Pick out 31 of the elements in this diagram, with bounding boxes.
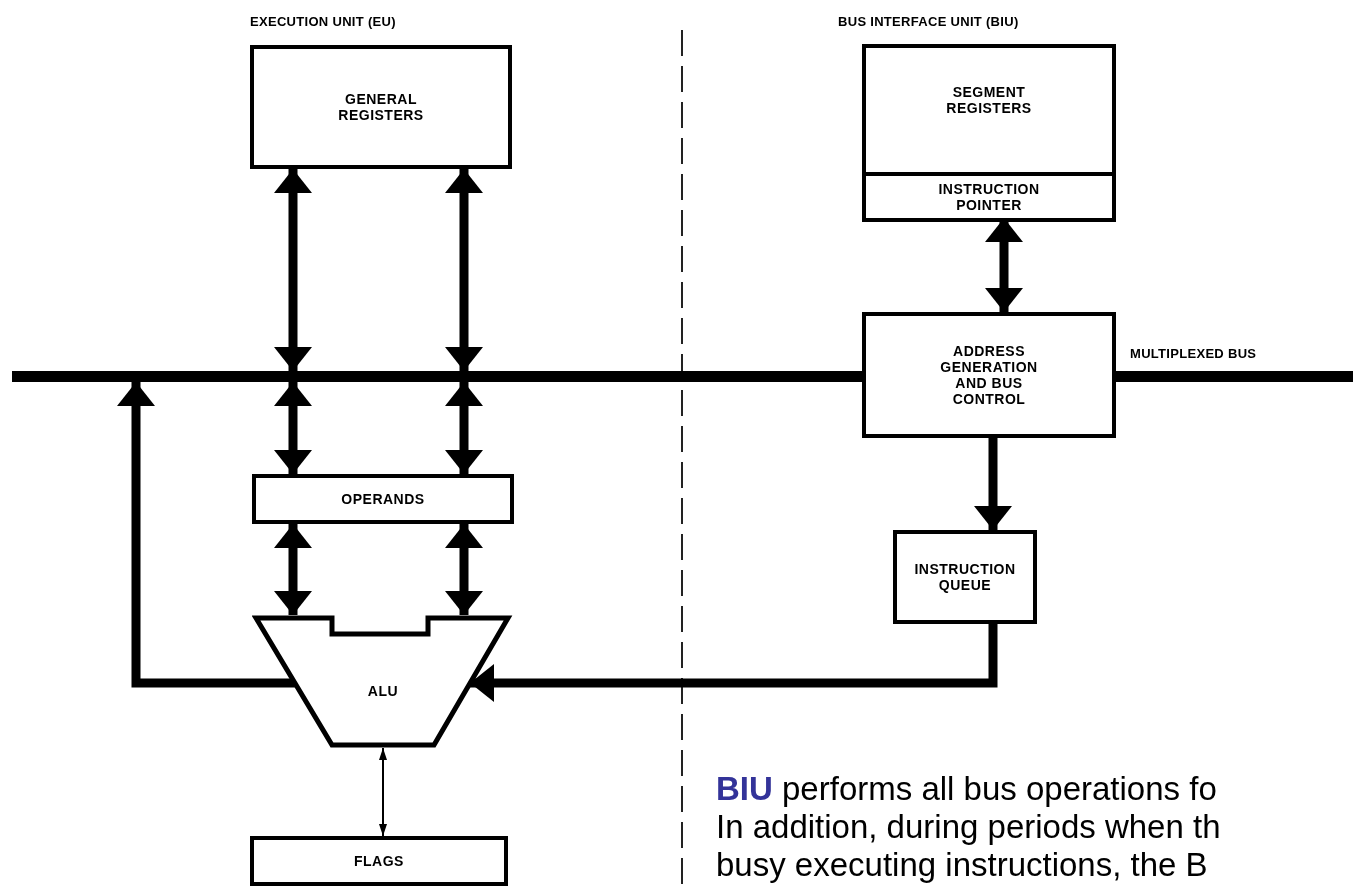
box-label: GENERAL REGISTERS xyxy=(337,90,425,124)
bus-label: MULTIPLEXED BUS xyxy=(1130,346,1257,361)
arrow xyxy=(974,438,1012,530)
arrow xyxy=(117,382,295,688)
unit-heading: BUS INTERFACE UNIT (BIU) xyxy=(838,14,1019,29)
arrow xyxy=(445,169,483,371)
description-text: In addition, during periods when th xyxy=(716,808,1221,846)
arrow xyxy=(445,524,483,615)
alu-trapezoid xyxy=(252,615,514,748)
arrow xyxy=(274,169,312,371)
box-label: INSTRUCTION POINTER xyxy=(937,180,1041,214)
unit-heading: EXECUTION UNIT (EU) xyxy=(250,14,396,29)
arrow xyxy=(470,624,998,702)
box-label: INSTRUCTION QUEUE xyxy=(913,560,1017,594)
arrow xyxy=(445,382,483,474)
arrow xyxy=(274,524,312,615)
process-box xyxy=(252,474,514,524)
arrow xyxy=(379,747,387,837)
description-text: busy executing instructions, the B xyxy=(716,846,1208,884)
description-text: BIU performs all bus operations fo xyxy=(716,770,1217,808)
box-label: ADDRESS GENERATION AND BUS CONTROL xyxy=(939,342,1039,408)
box-label: ALU xyxy=(367,683,399,700)
box-label: OPERANDS xyxy=(341,490,425,508)
register-section xyxy=(862,172,1116,222)
process-box xyxy=(862,312,1116,438)
box-label: SEGMENT REGISTERS xyxy=(945,84,1033,117)
process-box xyxy=(893,530,1037,624)
process-box xyxy=(250,836,508,886)
process-box xyxy=(250,45,512,169)
arrow xyxy=(274,382,312,474)
box-label: FLAGS xyxy=(354,852,404,870)
